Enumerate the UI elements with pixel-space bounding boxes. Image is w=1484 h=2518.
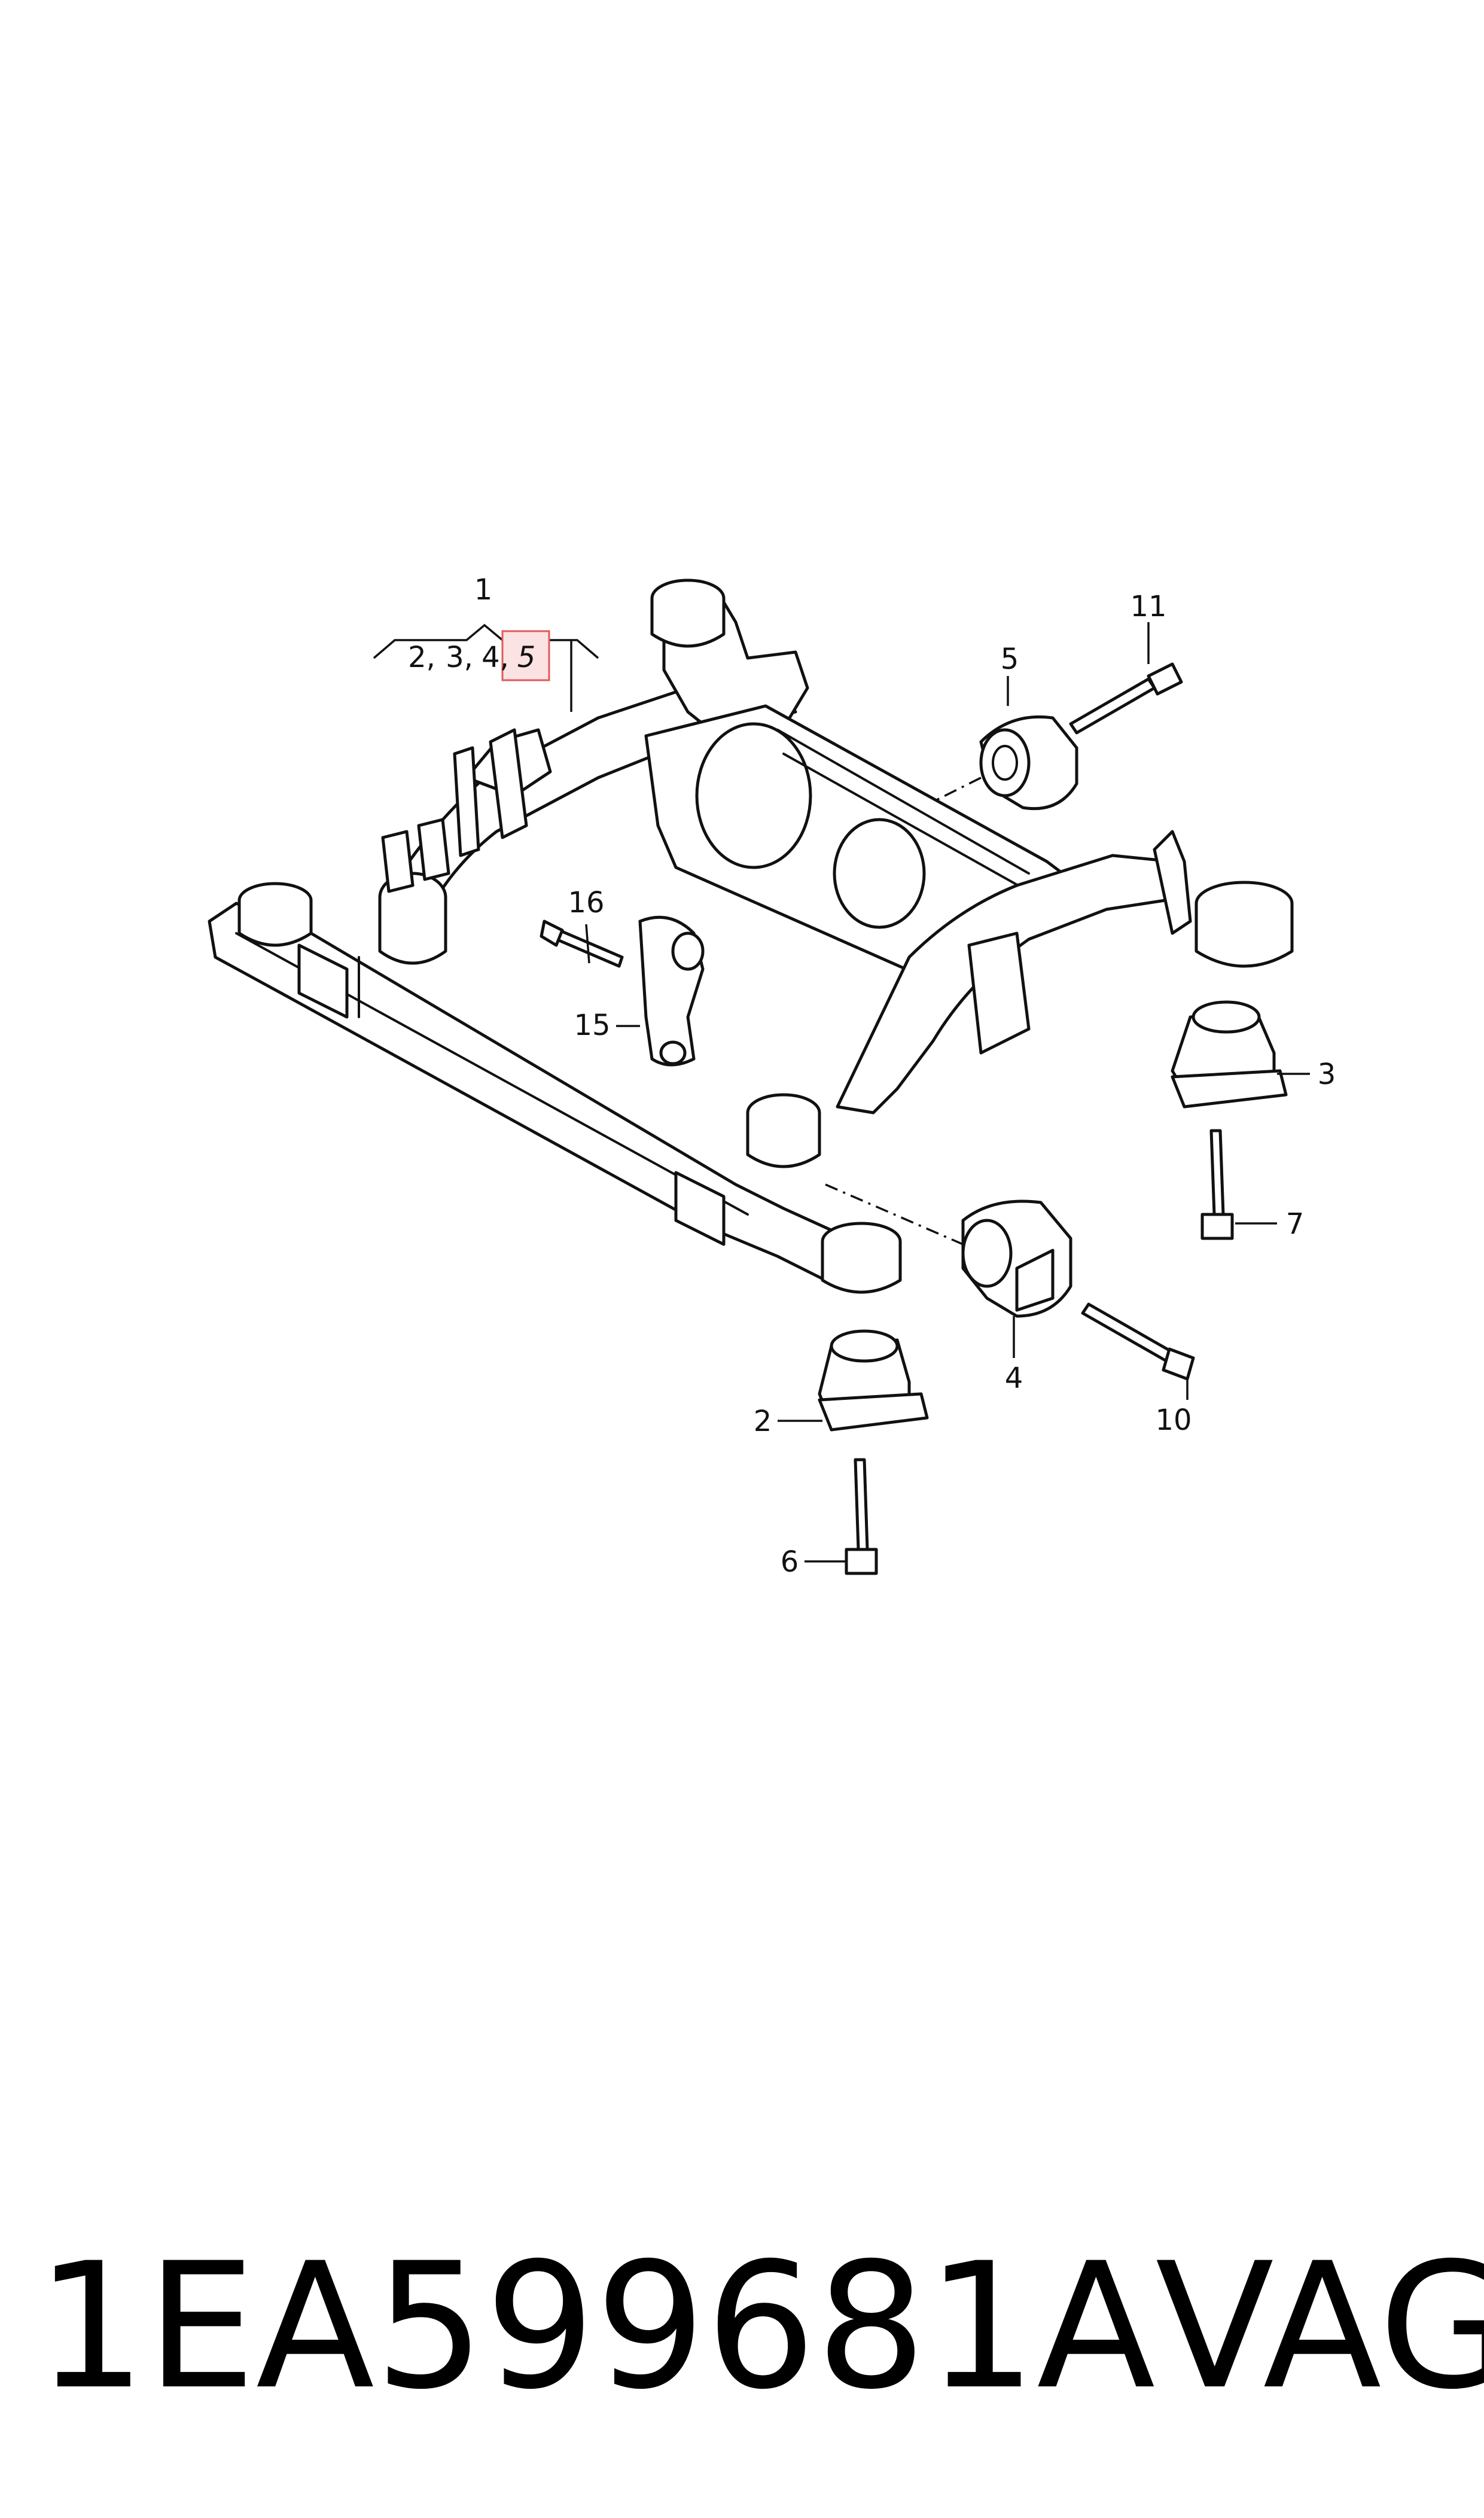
bush-item-3[interactable] bbox=[1171, 1000, 1288, 1109]
label-group-4: 4, bbox=[482, 641, 509, 674]
label-7: 7 bbox=[1286, 1207, 1305, 1241]
footer: 1EA599681A VAG bbox=[36, 2226, 1484, 2428]
label-3: 3 bbox=[1318, 1058, 1336, 1091]
label-group-5: 5 bbox=[517, 641, 536, 674]
label-5: 5 bbox=[1001, 643, 1019, 676]
part-number: 1EA599681A bbox=[36, 2226, 1156, 2428]
label-11: 11 bbox=[1130, 590, 1166, 623]
brand-name: VAG bbox=[1155, 2226, 1484, 2428]
bolt-item-11[interactable] bbox=[1069, 662, 1183, 735]
label-group-3: 3, bbox=[446, 641, 473, 674]
label-10: 10 bbox=[1155, 1403, 1192, 1437]
label-group-2: 2, bbox=[408, 641, 435, 674]
highlight-box bbox=[501, 630, 550, 681]
bush-item-2[interactable] bbox=[818, 1329, 929, 1432]
bolt-item-7[interactable] bbox=[1200, 1129, 1234, 1240]
label-6: 6 bbox=[781, 1545, 799, 1579]
bolt-item-10[interactable] bbox=[1081, 1302, 1195, 1381]
label-2: 2 bbox=[754, 1405, 772, 1438]
label-15: 15 bbox=[574, 1009, 610, 1042]
bolt-item-16[interactable] bbox=[540, 919, 624, 968]
bracket-item-15[interactable] bbox=[638, 915, 705, 1067]
bush-item-5[interactable] bbox=[979, 715, 1078, 811]
rear-subframe[interactable] bbox=[208, 578, 1294, 1294]
bush-item-4[interactable] bbox=[961, 1199, 1072, 1318]
label-16: 16 bbox=[568, 886, 604, 919]
label-4: 4 bbox=[1005, 1362, 1023, 1395]
bolt-item-6[interactable] bbox=[845, 1458, 878, 1575]
label-1: 1 bbox=[474, 573, 493, 607]
